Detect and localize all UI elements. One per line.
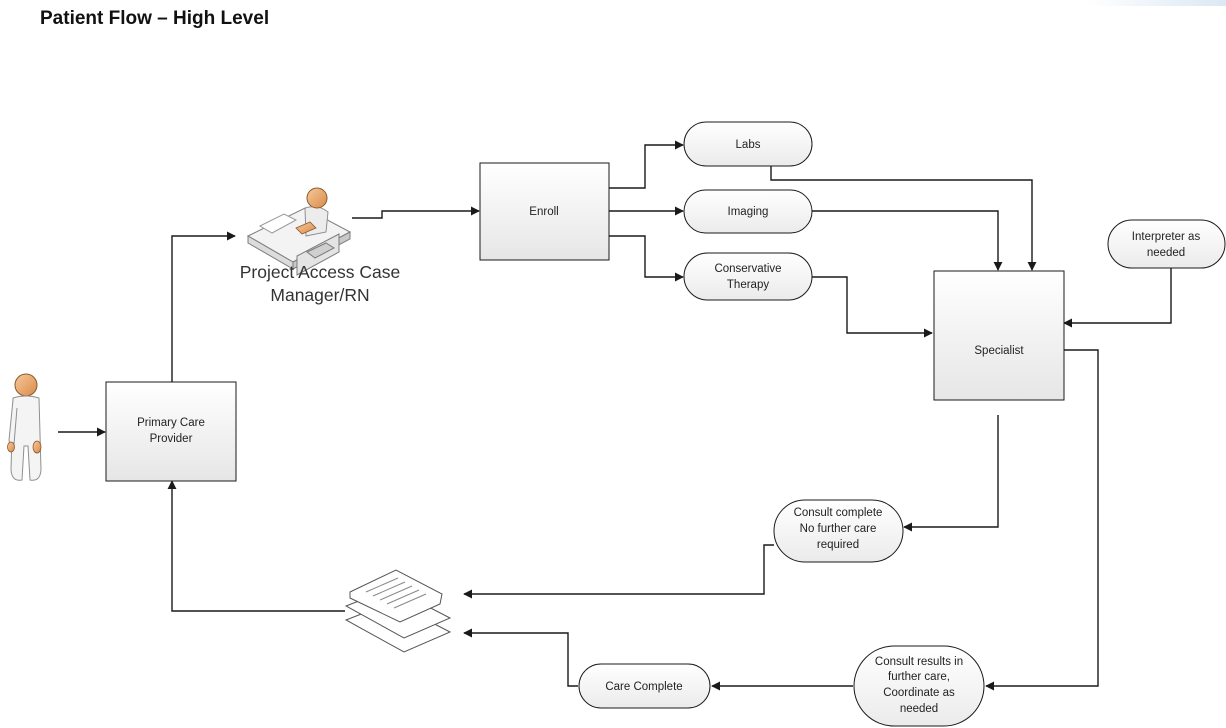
consult-results-node: Consult results in further care, Coordin… xyxy=(853,645,985,727)
imaging-label: Imaging xyxy=(728,206,769,218)
consult-results-label-line-1: Consult results in xyxy=(875,656,963,668)
connector-care-complete-to-documents xyxy=(463,628,578,687)
consult-results-label-line-4: needed xyxy=(900,703,938,715)
consult-complete-label-line-3: required xyxy=(817,539,859,551)
connector-enroll-to-labs xyxy=(609,140,684,189)
conservative-therapy-node: Conservative Therapy xyxy=(683,252,813,301)
primary-care-provider-label-line-2: Provider xyxy=(150,433,193,445)
connector-labs-to-specialist xyxy=(770,166,1037,271)
specialist-label: Specialist xyxy=(974,345,1024,357)
labs-label: Labs xyxy=(736,139,761,151)
consult-complete-node: Consult complete No further care require… xyxy=(773,499,904,563)
consult-complete-label-line-1: Consult complete xyxy=(794,507,883,519)
imaging-node: Imaging xyxy=(683,189,813,234)
connector-consult-complete-to-documents xyxy=(463,544,774,599)
patient-icon xyxy=(7,373,42,481)
documents-stack-icon xyxy=(344,569,452,653)
connector-imaging-to-specialist xyxy=(812,210,1003,271)
connector-specialist-to-consult-complete xyxy=(903,415,999,532)
connectors xyxy=(58,140,1172,691)
page-title: Patient Flow – High Level xyxy=(40,8,270,29)
corner-accent xyxy=(1086,0,1226,6)
labs-node: Labs xyxy=(683,121,813,167)
connector-enroll-to-conservative xyxy=(609,235,684,282)
case-manager-desk-icon xyxy=(246,187,352,276)
conservative-therapy-label-line-2: Therapy xyxy=(727,279,769,291)
specialist-box: Specialist xyxy=(933,270,1065,401)
consult-complete-label-line-2: No further care xyxy=(800,523,877,535)
interpreter-label-line-1: Interpreter as xyxy=(1132,231,1201,243)
care-complete-node: Care Complete xyxy=(578,663,711,709)
connector-specialist-to-consult-results xyxy=(985,349,1099,691)
interpreter-node: Interpreter as needed xyxy=(1107,219,1226,269)
enroll-label: Enroll xyxy=(529,206,558,218)
care-complete-label: Care Complete xyxy=(605,681,682,693)
primary-care-provider-box: Primary Care Provider xyxy=(105,381,237,482)
enroll-box: Enroll xyxy=(479,162,610,261)
case-manager-caption-line-1: Project Access Case xyxy=(240,262,400,282)
connector-interpreter-to-specialist xyxy=(1063,268,1172,328)
connector-documents-to-pcp xyxy=(167,480,345,612)
case-manager-caption-line-2: Manager/RN xyxy=(270,285,369,305)
connector-conservative-to-specialist xyxy=(812,276,933,338)
primary-care-provider-label-line-1: Primary Care xyxy=(137,417,205,429)
connector-case-manager-to-enroll xyxy=(352,206,480,219)
interpreter-label-line-2: needed xyxy=(1147,247,1185,259)
consult-results-label-line-2: further care, xyxy=(888,671,950,683)
consult-results-label-line-3: Coordinate as xyxy=(883,687,955,699)
conservative-therapy-label-line-1: Conservative xyxy=(714,263,781,275)
connector-pcp-to-case-manager xyxy=(171,231,236,382)
